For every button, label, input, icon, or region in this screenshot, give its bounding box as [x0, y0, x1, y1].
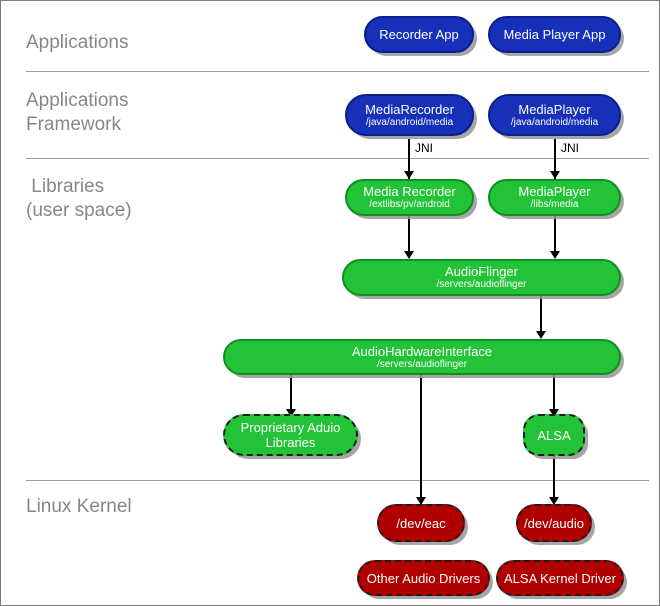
- node-dev-eac[interactable]: /dev/eac: [377, 504, 465, 542]
- node-media-player-app[interactable]: Media Player App: [488, 16, 621, 53]
- node-audioflinger[interactable]: AudioFlinger /servers/audioflinger: [342, 259, 621, 296]
- arrowhead-media-recorder-to-audioflinger: [404, 251, 414, 259]
- node-alsa-kernel-driver[interactable]: ALSA Kernel Driver: [496, 560, 624, 596]
- node-alsa[interactable]: ALSA: [523, 414, 585, 456]
- arrowhead-audioflinger-to-ahi: [536, 331, 546, 339]
- connector-alsa-to-dev-audio: [553, 456, 555, 504]
- node-dev-eac-title: /dev/eac: [396, 515, 446, 531]
- layer-label-linux-kernel: Linux Kernel: [26, 496, 132, 517]
- connector-audioflinger-to-ahi: [540, 296, 542, 336]
- node-audioflinger-path: /servers/audioflinger: [436, 279, 527, 290]
- node-mediaplayer-lib-title: MediaPlayer: [518, 184, 591, 199]
- node-dev-audio-title: /dev/audio: [524, 515, 584, 531]
- node-alsa-title: ALSA: [537, 427, 571, 443]
- arrowhead-alsa-to-dev-audio: [549, 497, 559, 505]
- node-audiohardwareinterface-title: AudioHardwareInterface: [351, 343, 493, 359]
- connector-ahi-to-alsa: [553, 374, 555, 414]
- node-alsa-kernel-driver-title: ALSA Kernel Driver: [504, 570, 616, 586]
- node-media-recorder-lib[interactable]: Media Recorder /extlibs/pv/android: [345, 179, 474, 216]
- arrowhead-mediaplayer-to-lib: [550, 171, 560, 179]
- connector-mediaplayer-to-audioflinger: [554, 216, 556, 256]
- divider-applications: [26, 71, 649, 72]
- node-other-audio-drivers[interactable]: Other Audio Drivers: [357, 560, 490, 596]
- node-proprietary-audio-libraries[interactable]: Proprietary Aduio Libraries: [223, 414, 358, 456]
- connector-mediarecorder-to-lib: [408, 139, 410, 179]
- node-mediarecorder-framework-title: MediaRecorder: [365, 101, 454, 117]
- node-mediaplayer-framework-title: MediaPlayer: [518, 101, 591, 117]
- divider-libraries: [26, 480, 649, 481]
- layer-label-applications: Applications: [26, 32, 129, 53]
- node-recorder-app-title: Recorder App: [379, 27, 459, 42]
- arrowhead-ahi-to-dev-eac: [416, 497, 426, 505]
- node-audiohardwareinterface[interactable]: AudioHardwareInterface /servers/audiofli…: [223, 339, 621, 375]
- node-mediarecorder-framework[interactable]: MediaRecorder /java/android/media: [345, 94, 474, 136]
- connector-ahi-to-proprietary: [290, 374, 292, 414]
- node-media-player-app-title: Media Player App: [503, 27, 606, 42]
- node-media-recorder-lib-path: /extlibs/pv/android: [369, 199, 450, 210]
- jni-label-left: JNI: [415, 141, 433, 155]
- node-mediaplayer-lib[interactable]: MediaPlayer /libs/media: [488, 179, 621, 216]
- jni-label-right: JNI: [561, 141, 579, 155]
- node-audiohardwareinterface-path: /servers/audioflinger: [376, 358, 468, 370]
- node-mediaplayer-framework-path: /java/android/media: [510, 116, 599, 128]
- node-mediaplayer-lib-path: /libs/media: [530, 199, 579, 210]
- node-proprietary-audio-libraries-title: Proprietary Aduio Libraries: [240, 420, 341, 450]
- layer-label-applications-framework: Applications Framework: [26, 90, 129, 135]
- node-mediarecorder-framework-path: /java/android/media: [365, 116, 454, 128]
- node-dev-audio[interactable]: /dev/audio: [516, 504, 592, 542]
- divider-framework: [26, 158, 649, 159]
- node-other-audio-drivers-title: Other Audio Drivers: [366, 570, 481, 586]
- arrowhead-mediarecorder-to-lib: [404, 171, 414, 179]
- arrowhead-ahi-to-alsa: [549, 409, 559, 417]
- node-media-recorder-lib-title: Media Recorder: [363, 184, 456, 199]
- arrowhead-mediaplayer-to-audioflinger: [550, 251, 560, 259]
- connector-media-recorder-to-audioflinger: [408, 216, 410, 256]
- node-mediaplayer-framework[interactable]: MediaPlayer /java/android/media: [488, 94, 621, 136]
- node-audioflinger-title: AudioFlinger: [445, 264, 518, 279]
- connector-mediaplayer-to-lib: [554, 139, 556, 179]
- node-recorder-app[interactable]: Recorder App: [364, 16, 474, 53]
- connector-ahi-to-dev-eac: [420, 374, 422, 504]
- layer-label-libraries: Libraries (user space): [26, 176, 132, 221]
- arrowhead-ahi-to-proprietary: [286, 409, 296, 417]
